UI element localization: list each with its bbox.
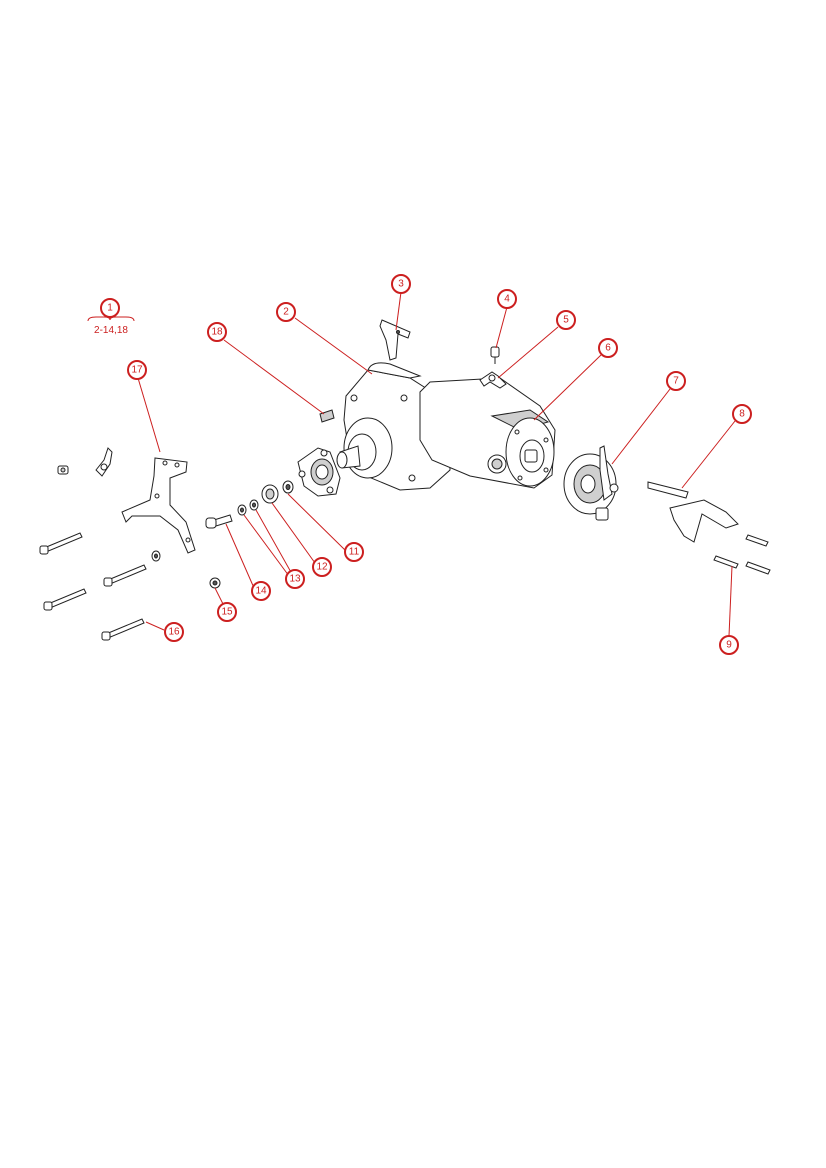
callout-3: 3 xyxy=(391,274,411,294)
svg-text:6: 6 xyxy=(605,343,611,354)
callout-13: 13 xyxy=(285,569,305,589)
callout-14: 14 xyxy=(251,581,271,601)
large-washer xyxy=(261,484,279,504)
svg-text:5: 5 xyxy=(563,315,569,326)
mounting-bracket xyxy=(121,457,196,554)
svg-text:7: 7 xyxy=(673,376,679,387)
svg-text:16: 16 xyxy=(168,627,180,638)
brake-assembly xyxy=(563,445,619,521)
svg-text:17: 17 xyxy=(131,365,143,376)
top-bracket xyxy=(379,319,411,361)
callout-2: 2 xyxy=(276,302,296,322)
shaft-key xyxy=(319,409,335,423)
callout-5: 5 xyxy=(556,310,576,330)
brake-cover-bracket xyxy=(647,481,739,543)
long-bolt-1 xyxy=(39,532,83,555)
svg-text:15: 15 xyxy=(221,607,233,618)
bolt-9c xyxy=(745,561,771,575)
bolt-9b xyxy=(713,555,739,569)
svg-text:4: 4 xyxy=(504,294,510,305)
svg-text:11: 11 xyxy=(349,547,360,558)
washer-13a xyxy=(237,504,247,516)
callout-12: 12 xyxy=(312,557,332,577)
washer-15 xyxy=(209,577,221,589)
cable-clamp-small xyxy=(95,447,113,477)
svg-text:8: 8 xyxy=(739,409,745,420)
svg-text:3: 3 xyxy=(398,279,404,290)
callout-8: 8 xyxy=(732,404,752,424)
long-bolt-3 xyxy=(43,588,87,611)
callout-17: 17 xyxy=(127,360,147,380)
leader-lines xyxy=(87,291,736,637)
callout-1: 1 xyxy=(100,298,120,318)
svg-text:1: 1 xyxy=(107,303,113,314)
screw xyxy=(205,514,233,529)
hub-flange xyxy=(297,447,341,497)
svg-text:14: 14 xyxy=(255,586,267,597)
svg-text:13: 13 xyxy=(289,574,301,585)
svg-text:12: 12 xyxy=(316,562,328,573)
washer-13b xyxy=(249,499,259,511)
motor xyxy=(419,377,556,489)
callout-7: 7 xyxy=(666,371,686,391)
callout-16: 16 xyxy=(164,622,184,642)
callout-9: 9 xyxy=(719,635,739,655)
callout-15: 15 xyxy=(217,602,237,622)
svg-text:9: 9 xyxy=(726,640,732,651)
callout-6: 6 xyxy=(598,338,618,358)
svg-text:18: 18 xyxy=(211,327,223,338)
svg-text:2: 2 xyxy=(283,307,289,318)
assembly-range-label: 2-14,18 xyxy=(94,325,128,336)
long-bolt-4 xyxy=(101,618,145,641)
nut-small xyxy=(57,465,69,475)
callout-11: 11 xyxy=(344,542,364,562)
small-bolt xyxy=(490,346,500,364)
long-bolt-2 xyxy=(103,564,147,587)
washer-small-left xyxy=(151,550,161,562)
cable-clip xyxy=(479,371,507,389)
ring-11 xyxy=(282,480,294,494)
bolt-9a xyxy=(745,534,769,547)
callout-4: 4 xyxy=(497,289,517,309)
callout-18: 18 xyxy=(207,322,227,342)
